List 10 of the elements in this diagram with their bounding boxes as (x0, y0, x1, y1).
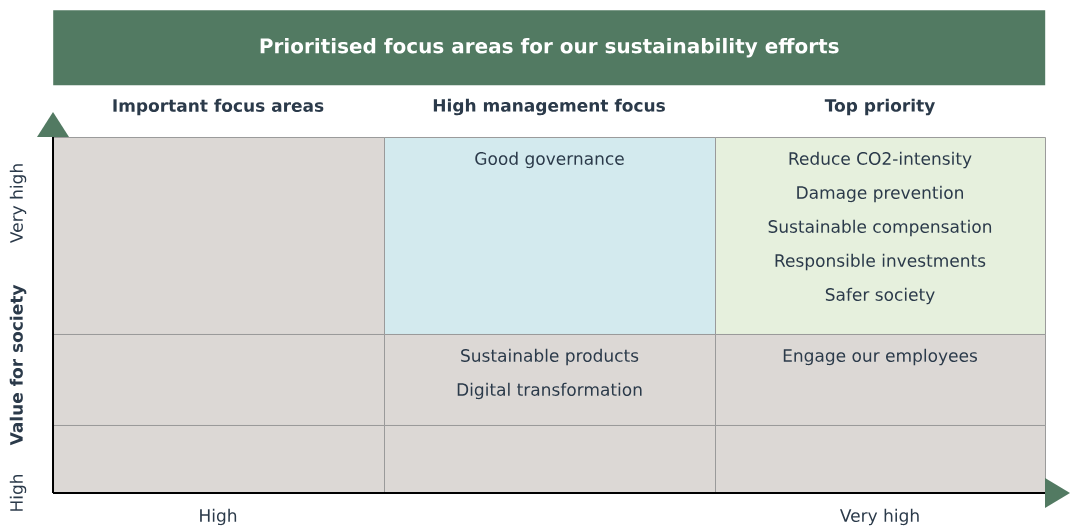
axis-label: Very high (9, 164, 27, 243)
column-header: Top priority (824, 98, 935, 116)
column-header: High management focus (433, 98, 665, 116)
axis-label: High (9, 474, 27, 511)
focus-area-cell: Sustainable products Digital transformation (384, 334, 716, 426)
focus-area-cell: Reduce CO2-intensity Damage prevention Sustainable compensation Responsible investments Safer society (715, 137, 1046, 335)
focus-area-cell: Good governance (384, 137, 716, 335)
axis-label: Value for society (9, 284, 27, 446)
focus-area-cell: Engage our employees (715, 334, 1046, 426)
title-banner: Prioritised focus areas for our sustainability efforts (53, 10, 1046, 86)
